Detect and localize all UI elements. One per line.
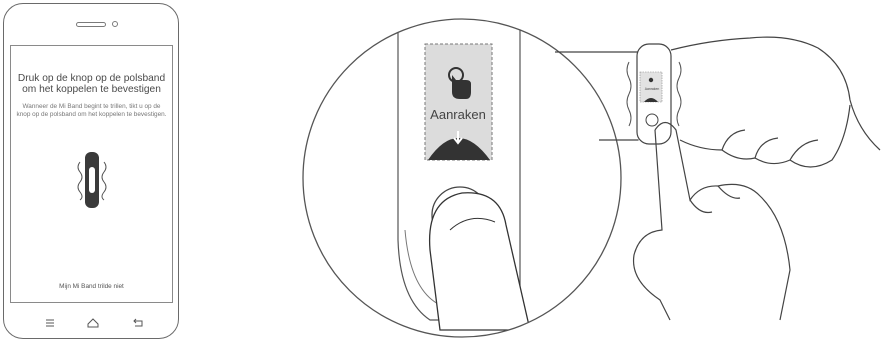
touch-label: Aanraken bbox=[423, 107, 493, 122]
small-band-button bbox=[646, 114, 658, 126]
small-touch-label: Aanraken bbox=[639, 87, 665, 91]
